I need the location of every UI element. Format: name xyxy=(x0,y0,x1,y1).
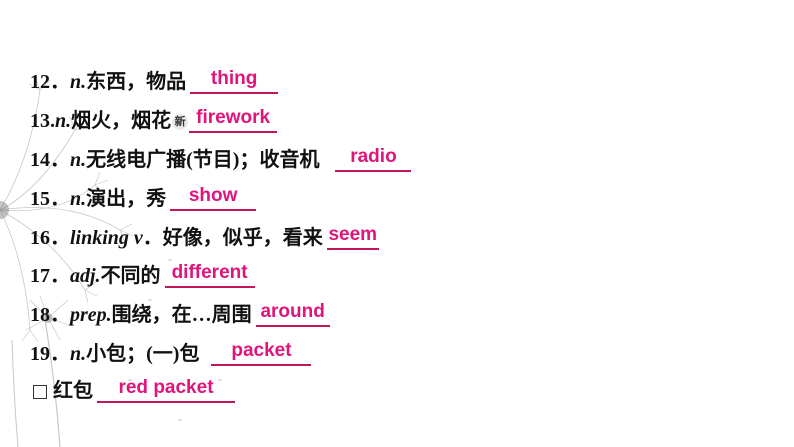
answer-blank: radio xyxy=(335,146,412,172)
meaning: 演出，秀 xyxy=(86,188,167,210)
answer: show xyxy=(188,185,238,206)
answer: seem xyxy=(328,224,378,245)
part-of-speech: n. xyxy=(70,71,87,93)
vocab-item-red-packet: 红包 red packet xyxy=(30,377,235,403)
vocab-item-12: 12．n.东西，物品 thing xyxy=(30,68,279,94)
item-number: 17． xyxy=(30,265,70,287)
answer-blank: red packet xyxy=(97,377,235,403)
part-of-speech: n. xyxy=(70,149,87,171)
part-of-speech: n. xyxy=(70,188,87,210)
vocab-item-17: 17．adj.不同的 different xyxy=(30,262,255,288)
item-number: 18． xyxy=(30,304,70,326)
new-word-badge: 新 xyxy=(172,114,189,131)
meaning: 小包；(一)包 xyxy=(86,343,200,365)
part-of-speech: n. xyxy=(70,343,87,365)
item-number: 12． xyxy=(30,71,70,93)
answer-blank: different xyxy=(164,262,255,288)
answer-blank: around xyxy=(255,301,330,327)
meaning: 烟火，烟花 xyxy=(71,110,172,132)
answer: firework xyxy=(196,107,271,128)
meaning: 无线电广播(节目)；收音机 xyxy=(86,149,320,171)
answer: radio xyxy=(350,146,397,167)
meaning: 围绕，在…周围 xyxy=(111,304,252,326)
answer-blank: thing xyxy=(190,68,279,94)
vocab-item-18: 18．prep.围绕，在…周围 around xyxy=(30,301,330,327)
part-of-speech: n. xyxy=(55,110,72,132)
answer: around xyxy=(260,301,325,322)
meaning: 不同的 xyxy=(100,265,161,287)
answer: red packet xyxy=(118,377,214,398)
answer-blank: show xyxy=(170,185,257,211)
vocab-item-19: 19．n.小包；(一)包 packet xyxy=(30,340,312,366)
meaning: ．好像，似乎，看来 xyxy=(142,227,323,249)
item-number: 14． xyxy=(30,149,70,171)
answer-blank: seem xyxy=(326,224,379,250)
vocab-item-13: 13.n.烟火，烟花新 firework xyxy=(30,107,278,133)
answer: different xyxy=(171,262,248,283)
answer: packet xyxy=(231,340,292,361)
item-number: 13. xyxy=(30,110,55,132)
square-bullet-icon xyxy=(33,385,47,400)
answer-blank: packet xyxy=(211,340,312,366)
vocab-item-14: 14．n.无线电广播(节目)；收音机 radio xyxy=(30,146,412,172)
item-number: 19． xyxy=(30,343,70,365)
part-of-speech: adj. xyxy=(70,265,101,287)
item-number: 15． xyxy=(30,188,70,210)
answer-blank: firework xyxy=(189,107,278,133)
part-of-speech: prep. xyxy=(70,304,112,326)
part-of-speech: linking v xyxy=(70,227,143,249)
meaning: 东西，物品 xyxy=(86,71,187,93)
meaning: 红包 xyxy=(53,380,93,402)
vocab-item-15: 15．n.演出，秀 show xyxy=(30,185,257,211)
answer: thing xyxy=(210,68,258,89)
item-number: 16． xyxy=(30,227,70,249)
